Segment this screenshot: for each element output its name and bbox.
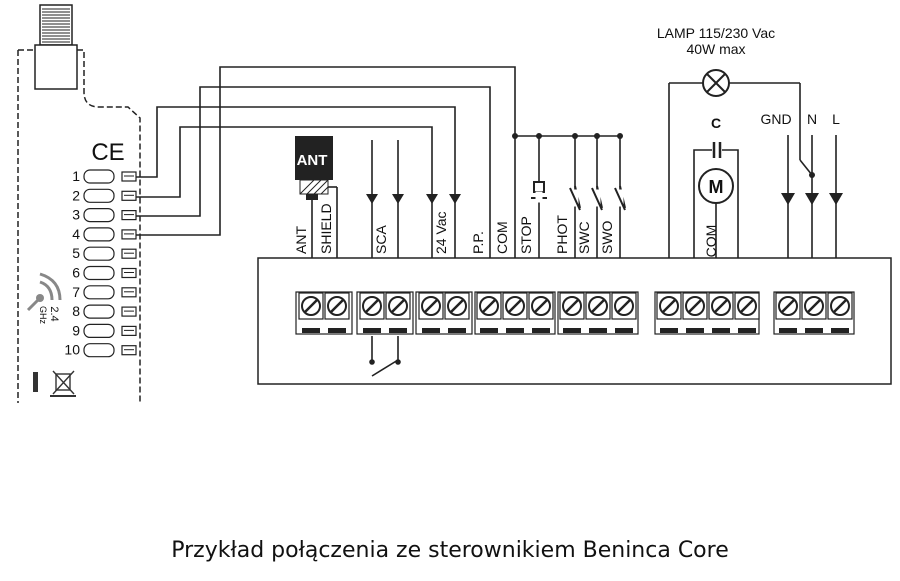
receiver-module: CE 1 2 3 4 5 6 7 8 9 10 2.4 GHz — [17, 4, 141, 403]
freq-label: 2.4 — [48, 306, 60, 321]
terminal-label: SWC — [576, 221, 592, 254]
connector-nut — [34, 44, 78, 90]
terminal-label: P.P. — [470, 231, 486, 254]
junction-dots — [512, 133, 623, 139]
arrow-icons — [366, 193, 843, 205]
terminal-label: STOP — [518, 216, 534, 254]
motor-com-label: COM — [703, 225, 719, 258]
pin-slot — [83, 323, 115, 338]
pin-slot — [83, 304, 115, 319]
pin-number: 4 — [72, 226, 80, 242]
pin-slot — [83, 343, 115, 358]
pin-number: 10 — [64, 342, 80, 358]
pin-slot — [83, 208, 115, 223]
pin-slot — [83, 265, 115, 281]
signal-wires — [136, 66, 516, 258]
pin-list: 1 2 3 4 5 6 7 8 9 10 — [64, 168, 137, 358]
motor-icon — [698, 168, 734, 204]
antenna-badge: ANT — [297, 152, 328, 169]
wire-pin1 — [136, 106, 456, 200]
wire-pin4 — [136, 66, 516, 258]
pin-slot — [83, 285, 115, 300]
pin-terminal — [121, 248, 137, 259]
pin-number: 3 — [72, 207, 80, 223]
pin-slot — [83, 227, 115, 242]
lamp-label: LAMP 115/230 Vac — [657, 25, 775, 41]
antenna-body — [295, 136, 333, 180]
freq-unit: GHz — [38, 306, 48, 325]
lamp-power-label: 40W max — [686, 41, 745, 57]
junction-n — [809, 172, 815, 178]
pin-slot — [83, 246, 115, 261]
caption: Przykład połączenia ze sterownikiem Beni… — [171, 538, 729, 563]
capacitor-label: C — [711, 115, 721, 131]
terminal-label: COM — [494, 221, 510, 254]
pin-number: 5 — [72, 245, 80, 261]
wire-pin3 — [136, 86, 491, 258]
motor-symbol: M — [709, 177, 724, 197]
terminal-blocks — [295, 291, 855, 335]
wireless-icon — [26, 272, 62, 312]
pin-number: 1 — [72, 168, 80, 184]
pin-number: 2 — [72, 187, 80, 203]
bar-icon — [33, 372, 38, 392]
ce-mark: CE — [91, 139, 124, 166]
power-wires — [787, 135, 837, 258]
wire-pin2 — [136, 126, 433, 200]
pin-number: 8 — [72, 303, 80, 319]
n-label: N — [807, 111, 817, 127]
module-housing — [17, 49, 141, 403]
pin-number: 7 — [72, 284, 80, 300]
terminal-label: SCA — [373, 225, 389, 254]
gnd-label: GND — [760, 111, 791, 127]
terminal-label: SWO — [599, 220, 615, 254]
pin-number: 9 — [72, 322, 80, 338]
antenna: ANT — [295, 136, 333, 200]
pin-slot — [83, 188, 115, 203]
terminal-label: SHIELD — [318, 203, 334, 254]
weee-bin-icon — [50, 370, 76, 397]
terminal-labels: ANT SHIELD SCA 24 Vac P.P. COM STOP PHOT SWC SWO — [293, 203, 615, 254]
l-label: L — [832, 111, 840, 127]
terminal-label: ANT — [293, 226, 309, 254]
motor-circuit — [668, 82, 813, 258]
terminal-label: 24 Vac — [433, 211, 449, 254]
terminal-label: PHOT — [554, 215, 570, 254]
pin-slot — [83, 169, 115, 184]
sca-switch — [369, 336, 401, 377]
pin-number: 6 — [72, 265, 80, 281]
